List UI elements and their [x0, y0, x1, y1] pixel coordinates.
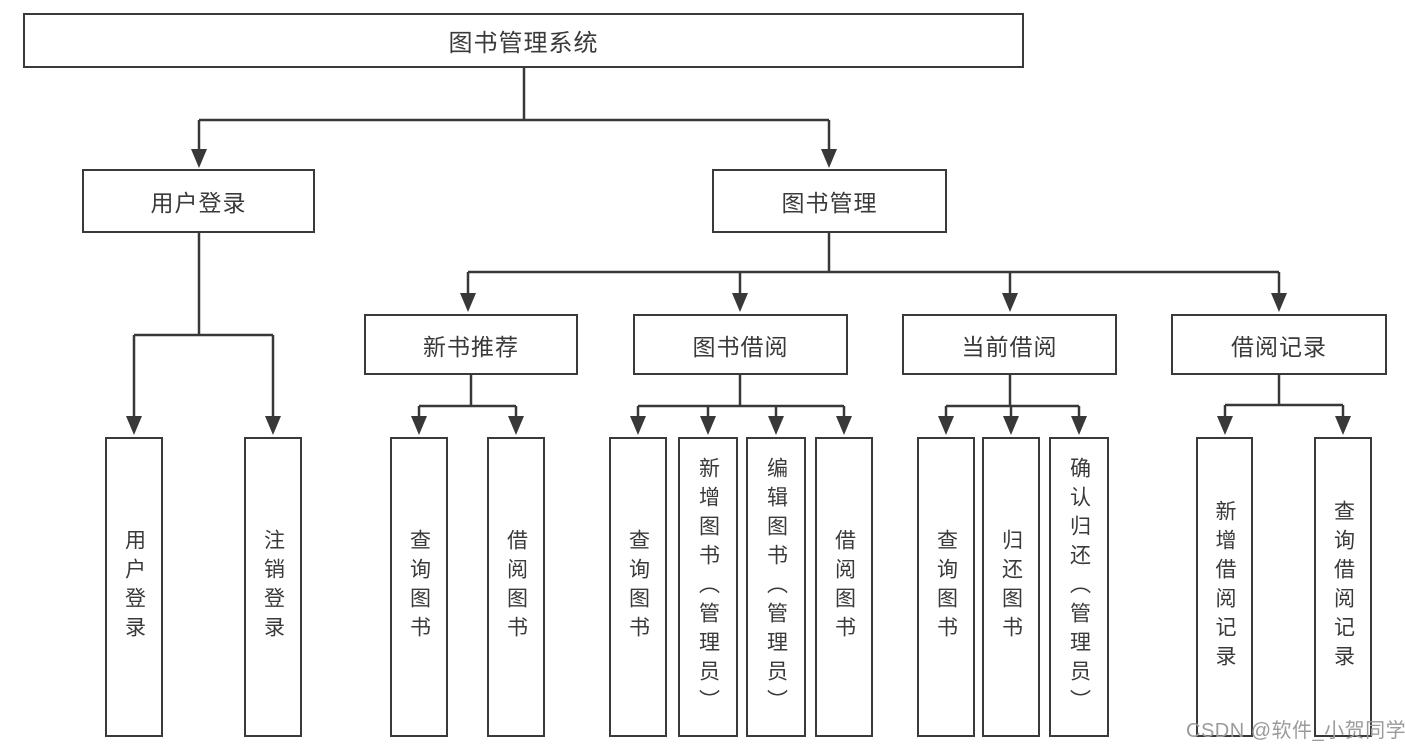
node-borrow-records-label: 借阅记录	[1231, 333, 1327, 360]
leaf-user-login-label: 用户登录	[122, 529, 146, 645]
leaf-records-add-record-label: 新增借阅记录	[1213, 500, 1236, 674]
leaf-recommend-borrow-books: 借阅图书	[487, 437, 545, 737]
arrowhead	[768, 416, 784, 435]
leaf-logout: 注销登录	[244, 437, 302, 737]
arrowhead	[1271, 293, 1287, 312]
leaf-current-query-books: 查询图书	[917, 437, 975, 737]
node-borrow-records: 借阅记录	[1171, 314, 1387, 375]
arrowhead	[821, 149, 837, 168]
arrowhead	[1071, 416, 1087, 435]
arrowhead	[508, 416, 524, 435]
arrowhead	[460, 293, 476, 312]
arrowhead	[938, 416, 954, 435]
leaf-records-query-record-label: 查询借阅记录	[1331, 500, 1355, 674]
leaf-borrow-edit-books-admin: 编辑图书（管理员）	[746, 437, 806, 737]
leaf-current-query-books-label: 查询图书	[934, 529, 958, 645]
arrowhead	[411, 416, 427, 435]
leaf-logout-label: 注销登录	[261, 529, 285, 645]
leaf-borrow-query-books-label: 查询图书	[626, 529, 650, 645]
node-user-login-label: 用户登录	[150, 190, 247, 216]
node-root: 图书管理系统	[23, 13, 1024, 68]
leaf-borrow-query-books: 查询图书	[609, 437, 667, 737]
node-new-book-recommend: 新书推荐	[364, 314, 578, 375]
leaf-current-confirm-return-admin: 确认归还（管理员）	[1049, 437, 1109, 737]
node-new-book-recommend-label: 新书推荐	[423, 333, 519, 360]
node-book-management-label: 图书管理	[781, 190, 878, 216]
leaf-borrow-add-books-admin-label: 新增图书（管理员）	[696, 456, 720, 718]
leaf-recommend-borrow-books-label: 借阅图书	[504, 529, 528, 645]
arrowhead	[700, 416, 716, 435]
leaf-borrow-borrow-books: 借阅图书	[815, 437, 873, 737]
arrowhead	[126, 416, 142, 435]
leaf-user-login: 用户登录	[105, 437, 163, 737]
arrowhead	[265, 416, 281, 435]
arrowhead	[1217, 416, 1233, 435]
node-user-login: 用户登录	[82, 169, 315, 233]
leaf-records-query-record: 查询借阅记录	[1314, 437, 1372, 737]
leaf-borrow-borrow-books-label: 借阅图书	[832, 529, 856, 645]
arrowhead	[630, 416, 646, 435]
watermark-text: CSDN @软件_小贺同学	[1186, 720, 1405, 742]
leaf-borrow-edit-books-admin-label: 编辑图书（管理员）	[764, 456, 788, 718]
leaf-borrow-add-books-admin: 新增图书（管理员）	[678, 437, 738, 737]
arrowhead	[1003, 416, 1019, 435]
node-book-management: 图书管理	[712, 169, 947, 233]
node-current-borrow: 当前借阅	[902, 314, 1117, 375]
arrowhead	[836, 416, 852, 435]
leaf-recommend-query-books: 查询图书	[390, 437, 448, 737]
node-root-label: 图书管理系统	[448, 30, 599, 57]
arrowhead	[191, 149, 207, 168]
node-current-borrow-label: 当前借阅	[961, 333, 1058, 360]
arrowhead	[732, 293, 748, 312]
arrowhead	[1002, 293, 1018, 312]
node-book-borrow: 图书借阅	[633, 314, 848, 375]
arrowhead	[1335, 416, 1351, 435]
leaf-current-return-books-label: 归还图书	[999, 529, 1023, 645]
leaf-current-confirm-return-admin-label: 确认归还（管理员）	[1067, 456, 1091, 718]
leaf-current-return-books: 归还图书	[982, 437, 1040, 737]
leaf-recommend-query-books-label: 查询图书	[407, 529, 431, 645]
leaf-records-add-record: 新增借阅记录	[1196, 437, 1253, 737]
node-book-borrow-label: 图书借阅	[692, 333, 789, 360]
